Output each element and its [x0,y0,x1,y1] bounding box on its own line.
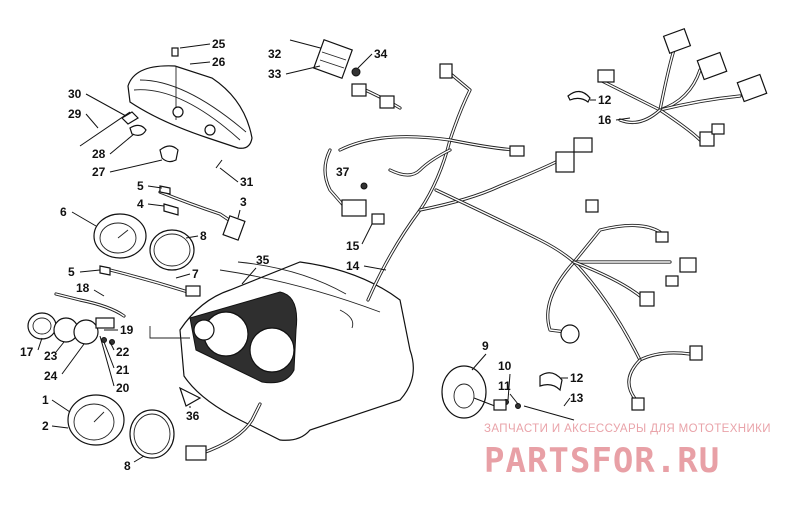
headlight-assembly [79,47,253,169]
callout-11: 11 [498,379,511,393]
callout-14: 14 [346,259,360,273]
instrument-panel [149,261,414,461]
callout-18: 18 [76,281,90,295]
callout-27: 27 [92,165,106,179]
callout-23: 23 [44,349,58,363]
callout-2: 2 [42,419,49,433]
callout-17: 17 [20,345,34,359]
callout-15: 15 [346,239,360,253]
callout-35: 35 [256,253,270,267]
harness-16 [567,28,768,147]
callout-3: 3 [240,195,247,209]
callout-6: 6 [60,205,67,219]
callout-26: 26 [212,55,226,69]
callout-9: 9 [482,339,489,353]
callout-29: 29 [68,107,82,121]
callout-24: 24 [44,369,58,383]
callout-12b: 12 [570,371,584,385]
watermark-brand: PARTSFOR.RU [484,441,720,481]
callout-13: 13 [570,391,584,405]
callout-31: 31 [240,175,254,189]
watermark-tagline: ЗАПЧАСТИ И АКСЕССУАРЫ ДЛЯ МОТОТЕХНИКИ [484,423,771,435]
callout-20: 20 [116,381,130,395]
callout-30: 30 [68,87,82,101]
callout-8a: 8 [200,229,207,243]
main-harness [323,63,703,411]
gauges-left [27,185,246,459]
callout-21: 21 [116,363,130,377]
callout-36: 36 [186,409,200,423]
callouts: 25 26 30 29 28 27 31 3 5 4 6 8 7 5 18 19… [20,37,631,473]
tail-lamp [441,365,575,421]
callout-33: 33 [268,67,282,81]
callout-25: 25 [212,37,226,51]
callout-10: 10 [498,359,512,373]
callout-37: 37 [336,165,350,179]
callout-4: 4 [137,197,144,211]
callout-16: 16 [598,113,612,127]
callout-12a: 12 [598,93,612,107]
callout-34: 34 [374,47,388,61]
watermark: ЗАПЧАСТИ И АКСЕССУАРЫ ДЛЯ МОТОТЕХНИКИ PA… [484,423,771,481]
regulator [289,39,402,110]
callout-22: 22 [116,345,130,359]
callout-5b: 5 [68,265,75,279]
callout-32: 32 [268,47,282,61]
callout-28: 28 [92,147,106,161]
callout-1: 1 [42,393,49,407]
callout-7: 7 [192,267,199,281]
callout-5a: 5 [137,179,144,193]
callout-8b: 8 [124,459,131,473]
callout-19: 19 [120,323,134,337]
